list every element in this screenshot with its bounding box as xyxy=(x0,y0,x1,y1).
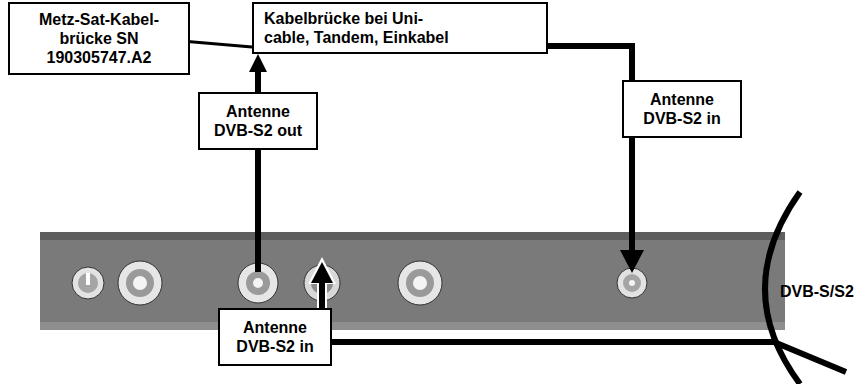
port-label-box: Antenne DVB-S2 in xyxy=(622,80,742,138)
box-text: Kabelbrücke bei Uni- cable, Tandem, Eink… xyxy=(264,9,462,47)
socket xyxy=(72,267,104,299)
cable xyxy=(320,342,846,372)
arrowhead xyxy=(311,262,333,283)
cable xyxy=(629,120,635,252)
note-box: Kabelbrücke bei Uni- cable, Tandem, Eink… xyxy=(252,2,548,54)
box-text: Antenne DVB-S2 out xyxy=(206,102,310,140)
box-text: Metz-Sat-Kabel- brücke SN 190305747.A2 xyxy=(18,10,180,67)
socket xyxy=(118,261,162,305)
cable-connector xyxy=(255,72,261,92)
port-label-box: Antenne DVB-S2 in xyxy=(218,308,332,366)
box-text: Antenne DVB-S2 in xyxy=(226,318,324,356)
port-label-box: Antenne DVB-S2 out xyxy=(198,92,318,150)
cable xyxy=(255,140,261,272)
callout-box: Metz-Sat-Kabel- brücke SN 190305747.A2 xyxy=(8,2,190,75)
arrowhead xyxy=(620,250,644,273)
device-panel xyxy=(40,232,785,330)
box-text: Antenne DVB-S2 in xyxy=(630,90,734,128)
panel-edge xyxy=(40,322,785,330)
arrowhead-outline xyxy=(308,257,336,284)
panel-edge xyxy=(40,232,785,240)
socket xyxy=(398,261,442,305)
cable-connector xyxy=(548,46,632,80)
signal-label: DVB-S/S2 xyxy=(780,282,854,301)
